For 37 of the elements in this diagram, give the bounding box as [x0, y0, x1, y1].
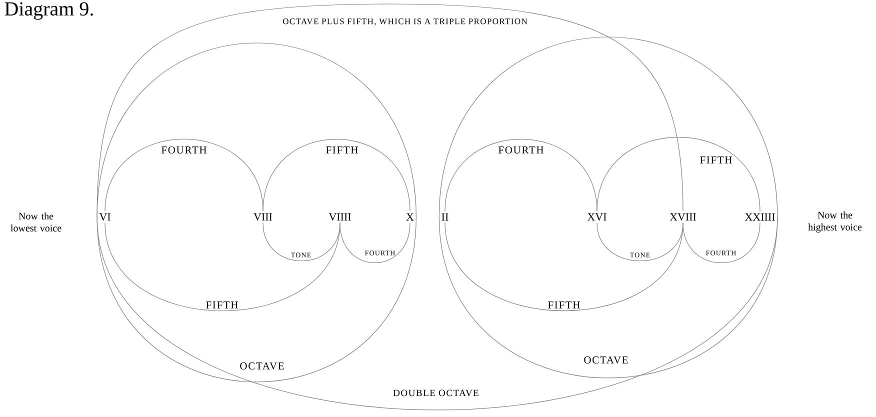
- arc: [96, 216, 416, 382]
- arc: [682, 222, 760, 264]
- edge-label: OCTAVE: [240, 362, 284, 370]
- numeral: VIII: [254, 213, 272, 221]
- edge-label: FIFTH: [206, 302, 238, 308]
- edge-label: OCTAVE PLUS FIFTH, WHICH IS A TRIPLE PROPORTION: [282, 18, 528, 26]
- side-note: Now the lowest voice: [10, 212, 62, 232]
- arc: [262, 222, 340, 262]
- arc: [104, 222, 340, 312]
- arc: [438, 36, 778, 218]
- numeral: X: [406, 213, 414, 221]
- arc: [444, 138, 598, 212]
- numeral: II: [442, 213, 448, 221]
- numeral: XXIIII: [744, 213, 775, 221]
- arc: [262, 138, 410, 212]
- numeral: XVIII: [670, 213, 696, 221]
- title: Diagram 9.: [4, 2, 93, 20]
- numeral: XVI: [587, 213, 606, 221]
- arc: [596, 136, 760, 212]
- numeral: VIIII: [328, 213, 351, 221]
- edge-label: FIFTH: [548, 302, 580, 308]
- edge-label: OCTAVE: [584, 356, 628, 364]
- arc: [96, 216, 778, 410]
- edge-label: FOURTH: [162, 146, 206, 154]
- arc: [340, 222, 410, 264]
- arc: [96, 4, 684, 218]
- arc: [438, 216, 778, 378]
- numeral: VI: [99, 213, 110, 221]
- arc: [96, 42, 416, 218]
- edge-label: FIFTH: [700, 156, 732, 164]
- edge-label: DOUBLE OCTAVE: [393, 390, 478, 396]
- arc: [596, 222, 684, 262]
- side-note: Now the highest voice: [808, 211, 862, 233]
- edge-label: FIFTH: [326, 146, 358, 154]
- arc: [104, 138, 264, 212]
- arc: [444, 222, 684, 312]
- edge-label: FOURTH: [498, 146, 544, 154]
